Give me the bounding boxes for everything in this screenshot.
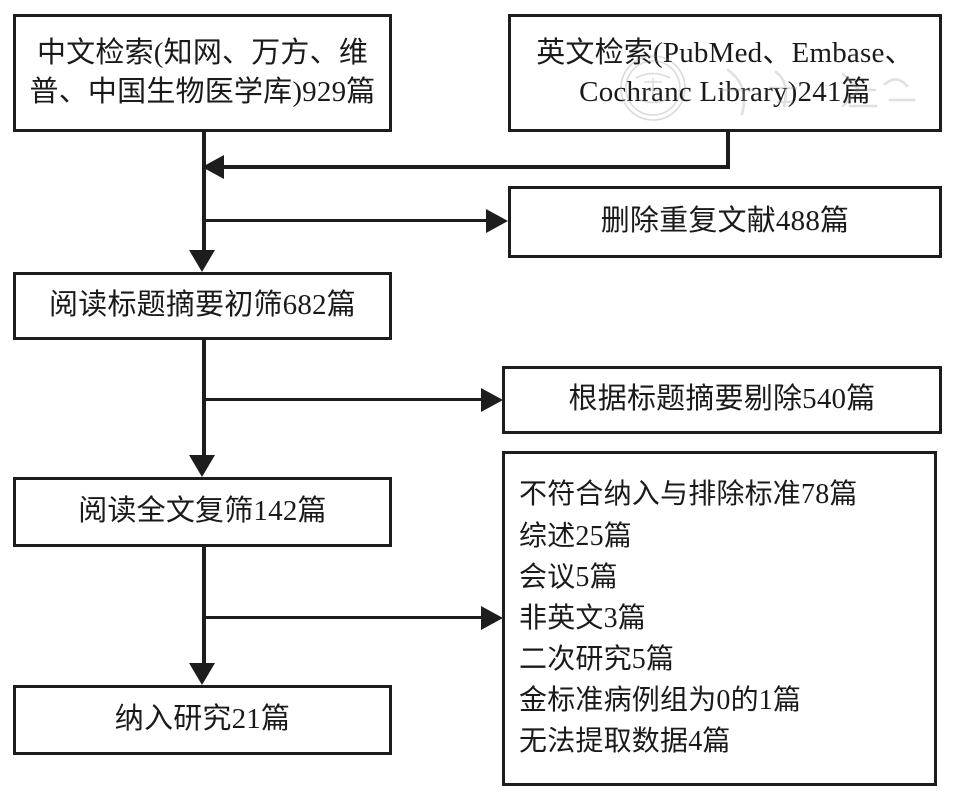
node-included-studies: 纳入研究21篇 xyxy=(13,685,392,755)
connector-screen1-to-excluded-title xyxy=(204,398,483,401)
node-chinese-search: 中文检索(知网、万方、维 普、中国生物医学库)929篇 xyxy=(13,14,392,132)
arrowhead-into-excluded-by-title-abstract xyxy=(481,388,503,412)
connector-screen2-to-excluded-fulltext xyxy=(204,616,483,619)
node-fulltext-screening: 阅读全文复筛142篇 xyxy=(13,477,392,547)
node-english-search-label: 英文检索(PubMed、Embase、 Cochranc Library)241… xyxy=(536,36,914,108)
node-duplicates-removed: 删除重复文献488篇 xyxy=(508,186,942,258)
arrowhead-into-duplicates-removed xyxy=(486,209,508,233)
node-excluded-by-title-abstract-label: 根据标题摘要剔除540篇 xyxy=(568,383,876,416)
node-fulltext-screening-label: 阅读全文复筛142篇 xyxy=(78,495,327,528)
node-excluded-fulltext-reasons: 不符合纳入与排除标准78篇 综述25篇 会议5篇 非英文3篇 二次研究5篇 金标… xyxy=(502,451,937,786)
node-duplicates-removed-label: 删除重复文献488篇 xyxy=(600,205,850,238)
arrowhead-into-fulltext-screening xyxy=(189,455,215,477)
connector-en-search-to-trunk xyxy=(222,165,728,169)
arrowhead-into-excluded-fulltext-reasons xyxy=(481,606,503,630)
node-title-abstract-screening: 阅读标题摘要初筛682篇 xyxy=(13,272,392,340)
node-title-abstract-screening-label: 阅读标题摘要初筛682篇 xyxy=(49,289,356,322)
connector-screen2-trunk xyxy=(202,547,206,667)
connector-cn-search-trunk xyxy=(202,132,206,254)
node-chinese-search-label: 中文检索(知网、万方、维 普、中国生物医学库)929篇 xyxy=(29,36,376,108)
node-english-search: 英文检索(PubMed、Embase、 Cochranc Library)241… xyxy=(508,14,942,132)
arrowhead-merge-into-trunk xyxy=(202,155,224,179)
node-excluded-by-title-abstract: 根据标题摘要剔除540篇 xyxy=(502,366,942,434)
node-included-studies-label: 纳入研究21篇 xyxy=(114,703,291,736)
connector-en-search-descender xyxy=(726,132,730,169)
connector-trunk-to-duplicates xyxy=(204,219,487,222)
arrowhead-into-title-abstract-screening xyxy=(189,250,215,272)
arrowhead-into-included-studies xyxy=(189,663,215,685)
node-excluded-fulltext-reasons-label: 不符合纳入与排除标准78篇 综述25篇 会议5篇 非英文3篇 二次研究5篇 金标… xyxy=(519,479,858,758)
